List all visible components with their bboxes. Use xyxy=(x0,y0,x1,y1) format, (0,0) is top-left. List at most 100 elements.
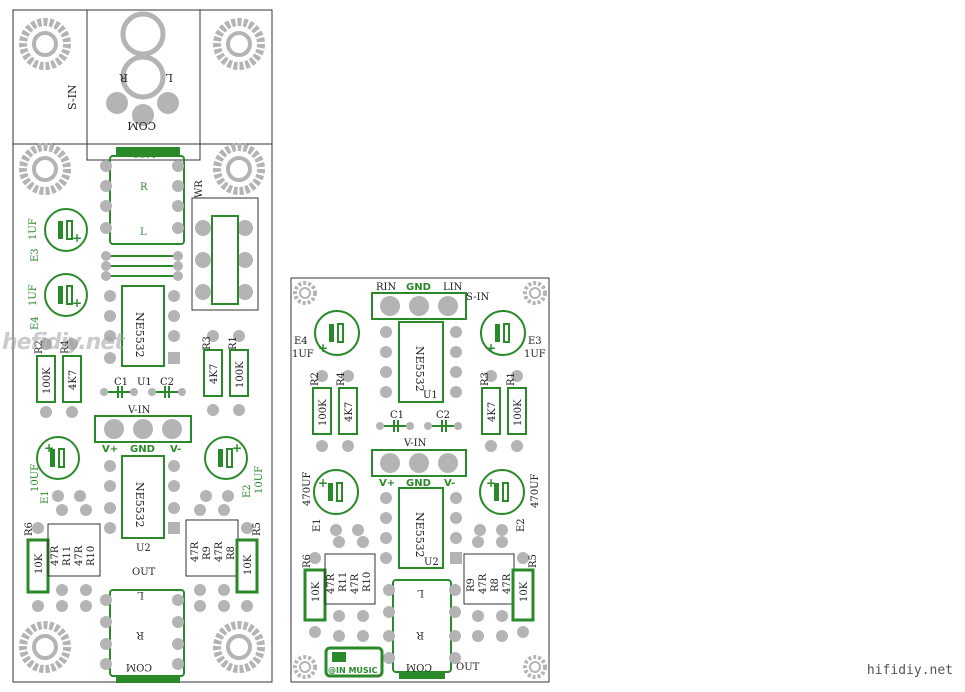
r6-value: 10K xyxy=(34,553,45,574)
svg-text:+: + xyxy=(318,476,328,490)
r5-value: 10K xyxy=(243,554,254,575)
r3-value: 4K7 xyxy=(209,364,220,384)
right-cap-e1: + xyxy=(313,469,364,536)
ic2-label: NE5532 xyxy=(133,482,146,528)
right-cap-e3: + xyxy=(480,310,526,356)
right-e4-label: E4 xyxy=(294,336,308,347)
jack-l-label: L xyxy=(165,71,173,84)
svg-text:+: + xyxy=(232,441,242,455)
right-cap-e2: + xyxy=(474,469,525,536)
e2-label: E2 xyxy=(242,484,253,498)
input-jack: R L COM S-IN xyxy=(66,11,179,132)
wr-pads xyxy=(195,215,253,305)
right-s-in-label: S-IN xyxy=(466,292,490,303)
r10-label: R10 xyxy=(86,546,97,566)
right-res-r5 xyxy=(511,552,535,638)
right-r9-value: 47R xyxy=(478,573,489,594)
right-e2-cap-label: 470UF xyxy=(530,473,541,508)
r5-label: R5 xyxy=(252,522,263,536)
r3-label: R3 xyxy=(202,336,213,350)
svg-text:+: + xyxy=(44,441,54,455)
right-r1-value: 100K xyxy=(513,399,524,426)
right-res-r3 xyxy=(481,370,501,452)
res-r4 xyxy=(62,338,82,418)
right-e2-label: E2 xyxy=(516,518,527,532)
right-e1-cap-label: 470UF xyxy=(302,471,313,506)
site-watermark: hifidiy.net xyxy=(866,663,953,678)
top-com-label: COM xyxy=(132,151,155,161)
right-c1-label: C1 xyxy=(390,410,404,421)
right-e1-label: E1 xyxy=(312,518,323,532)
e3-cap-label: 1UF xyxy=(28,218,39,240)
res-r11-r10-outline xyxy=(47,523,101,577)
e2-cap-label: 10UF xyxy=(254,466,265,494)
right-r2-value: 100K xyxy=(318,399,329,426)
right-board: RIN GND LIN S-IN + + E4 1UF E3 1UF NE553… xyxy=(290,277,550,683)
mounting-hole xyxy=(19,143,71,195)
gnd-top-label: GND xyxy=(406,282,431,293)
left-board: R L COM S-IN COM R L WR xyxy=(12,9,273,683)
cap-c2 xyxy=(148,386,186,398)
vplus-label: V+ xyxy=(102,444,118,455)
cap-e3: + xyxy=(44,208,88,252)
res-r6 xyxy=(26,522,50,612)
right-res-r1 xyxy=(507,370,527,452)
right-ic-u2 xyxy=(380,487,462,569)
out-label: OUT xyxy=(132,567,156,578)
right-mounting-holes xyxy=(293,281,547,679)
e1-cap-label: 10UF xyxy=(30,464,41,492)
v-in-label: V-IN xyxy=(127,405,151,416)
mounting-hole xyxy=(213,18,265,70)
right-output-switch xyxy=(383,579,461,679)
mounting-hole xyxy=(19,18,71,70)
right-res-r4 xyxy=(338,370,358,452)
gnd-label: GND xyxy=(130,444,155,455)
u1-label: U1 xyxy=(137,377,152,388)
r11-label: R11 xyxy=(62,546,73,566)
svg-text:+: + xyxy=(318,341,328,355)
right-v-in-label: V-IN xyxy=(403,438,427,449)
right-out-label: OUT xyxy=(456,662,480,673)
brand-logo: @IN MUSIC xyxy=(324,646,384,678)
right-r11-label: R11 xyxy=(338,572,349,592)
right-cap-c1 xyxy=(376,420,414,432)
right-out-l-label: L xyxy=(417,587,424,598)
switch-r-label: R xyxy=(140,182,148,193)
right-r8-value: 47R xyxy=(502,573,513,594)
u2-label: U2 xyxy=(136,543,151,554)
right-ic-u1 xyxy=(380,321,462,403)
right-e3-cap-label: 1UF xyxy=(524,349,546,360)
s-in-label: S-IN xyxy=(66,84,79,110)
svg-text:+: + xyxy=(486,476,496,490)
input-jack-outline xyxy=(86,9,201,161)
right-out-com-label: COM xyxy=(406,661,432,672)
s-in-header xyxy=(371,292,467,320)
mounting-holes xyxy=(19,18,265,673)
right-r11-value: 47R xyxy=(326,573,337,594)
output-switch xyxy=(100,589,185,683)
out-r-label: R xyxy=(136,629,144,640)
right-r10-value: 47R xyxy=(350,573,361,594)
r9-value: 47R xyxy=(190,541,201,562)
right-res-r6 xyxy=(303,552,327,638)
res-r1 xyxy=(229,330,249,416)
right-res-r9-r8-pads xyxy=(472,536,508,642)
r2-value: 100K xyxy=(42,367,53,394)
right-r5-label: R5 xyxy=(528,554,539,568)
svg-text:+: + xyxy=(72,296,82,310)
out-l-label: L xyxy=(137,589,144,600)
ic-u1 xyxy=(104,285,180,367)
res-r3 xyxy=(203,330,223,416)
right-r8-label: R8 xyxy=(490,578,501,592)
right-r1-label: R1 xyxy=(506,372,517,386)
e4-label: E4 xyxy=(30,316,41,330)
svg-text:+: + xyxy=(72,231,82,245)
right-board-outline xyxy=(290,277,550,683)
right-r6-value: 10K xyxy=(311,581,322,602)
right-cap-c2 xyxy=(424,420,462,432)
right-r9-label: R9 xyxy=(466,578,477,592)
input-switch xyxy=(100,147,185,245)
r9-label: R9 xyxy=(202,546,213,560)
right-u1-label: U1 xyxy=(423,390,438,401)
right-cap-e4: + xyxy=(314,310,360,356)
